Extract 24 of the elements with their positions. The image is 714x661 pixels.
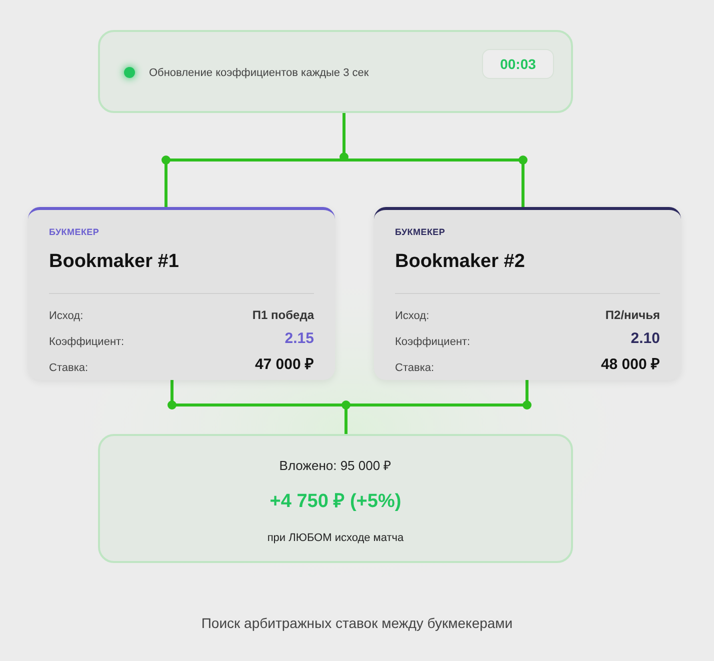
field-label: Исход: [49, 308, 84, 324]
field-label: Ставка: [49, 360, 88, 376]
field-label: Коэффициент: [49, 334, 124, 350]
caption: Поиск арбитражных ставок между букмекерами [200, 614, 514, 633]
card-title: Bookmaker #2 [395, 250, 525, 274]
profit-value: +4 750 ₽ (+5%) [270, 490, 402, 514]
category-label: БУКМЕКЕР [395, 226, 446, 239]
card-title: Bookmaker #1 [49, 250, 179, 274]
category-label: БУКМЕКЕР [49, 226, 100, 239]
description-text: Обновление коэффициентов каждые 3 сек [149, 66, 369, 81]
field-label: Ставка: [395, 360, 434, 376]
scanner-panel [98, 30, 573, 113]
field-value: 48 000 ₽ [600, 354, 660, 374]
field-label: Исход: [395, 308, 430, 324]
field-value: 2.15 [284, 328, 314, 348]
note-text: при ЛЮБОМ исходе матча [267, 531, 404, 546]
invested-amount: Вложено: 95 000 ₽ [279, 457, 392, 475]
field-label: Коэффициент: [395, 334, 470, 350]
field-value: 2.10 [630, 328, 660, 348]
field-value: П1 победа [252, 307, 314, 324]
field-value: 47 000 ₽ [254, 354, 314, 374]
field-value: П2/ничья [605, 307, 660, 324]
result-panel [98, 434, 573, 563]
timer-value: 00:03 [500, 54, 536, 74]
